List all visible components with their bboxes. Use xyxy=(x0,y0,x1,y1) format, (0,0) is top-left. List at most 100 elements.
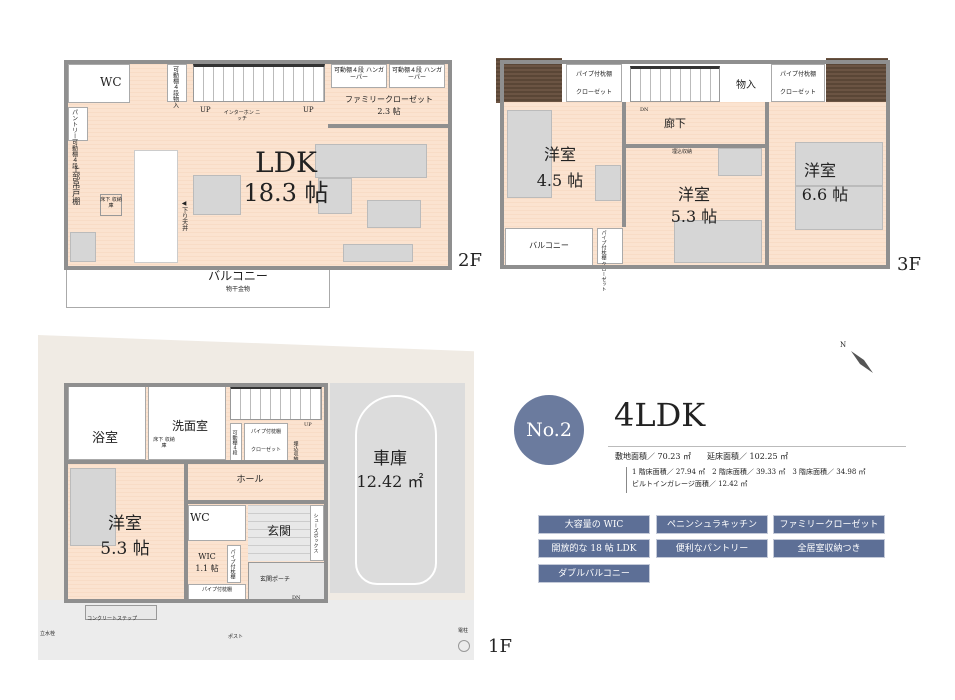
feature-tag: 便利なパントリー xyxy=(656,539,768,558)
step-label: コンクリートステップ xyxy=(87,616,138,622)
deck xyxy=(826,58,888,103)
closet-label: クローゼット xyxy=(575,89,612,96)
faucet-label: 立水栓 xyxy=(40,631,56,637)
closet-label: クローゼット xyxy=(250,447,281,453)
closet-label: パイプ付枕棚 xyxy=(575,71,612,78)
floor-storage xyxy=(100,194,122,216)
shoe-box xyxy=(310,505,324,561)
wall xyxy=(64,460,326,464)
ceiling-label: ◀下り天井 xyxy=(180,199,188,231)
divider xyxy=(626,467,627,493)
floor-label-2f: 2F xyxy=(458,250,482,271)
desk xyxy=(595,165,621,201)
wc-2f xyxy=(68,64,130,103)
washroom xyxy=(148,386,226,460)
built-in-label: 埋込収納 xyxy=(672,149,693,155)
pole-icon xyxy=(458,640,470,652)
hanger-shelf xyxy=(389,64,445,88)
garage-label: 車庫 xyxy=(373,449,407,469)
room-size: 4.5 帖 xyxy=(536,171,584,190)
garage-area: ビルトインガレージ面積／ 12.42 ㎡ xyxy=(632,480,748,488)
dn-label: DN xyxy=(640,107,649,113)
small-closet xyxy=(597,228,623,264)
deck xyxy=(496,58,562,103)
closet-label: パイプ付枕棚 xyxy=(779,71,816,78)
shoe-box-label: シューズボックス xyxy=(312,513,319,553)
wall xyxy=(622,102,626,227)
bath-label: 浴室 xyxy=(91,431,118,446)
storage-label: 物入 xyxy=(736,80,756,91)
pantry xyxy=(68,107,88,141)
up-label: UP xyxy=(304,422,312,428)
hanger-label: 可動棚４段 ハンガーパー xyxy=(392,67,442,81)
coffee-table xyxy=(367,200,421,228)
room-label: 洋室 xyxy=(677,185,710,204)
room-size: 6.6 帖 xyxy=(801,185,849,204)
garage-size: 12.42 ㎡ xyxy=(356,472,424,491)
feature-tag: 大容量の WIC xyxy=(538,515,650,534)
floor-storage-label: 床下 収納庫 xyxy=(153,437,175,449)
storage-label: 可動棚４段物入 xyxy=(171,66,179,108)
layout-type-title: 4LDK xyxy=(614,396,706,434)
wall-3f xyxy=(500,60,890,269)
pole-label: 電柱 xyxy=(458,628,469,634)
wall xyxy=(186,500,326,504)
car-outline xyxy=(355,395,437,585)
upper-cabinet-label: 上部吊戸棚 xyxy=(71,165,81,205)
compass-north-label: N xyxy=(840,341,847,349)
room-size: 5.3 帖 xyxy=(670,207,718,226)
bed xyxy=(795,186,883,230)
wall xyxy=(184,462,188,602)
built-in-label: 埋込収納 xyxy=(292,441,299,461)
bathroom xyxy=(68,386,146,460)
porch-label: 玄関ポーチ xyxy=(260,576,291,583)
balcony-2f xyxy=(66,268,330,308)
desk xyxy=(718,148,762,176)
wc-1f xyxy=(188,505,246,541)
sofa xyxy=(315,144,427,178)
stairs-3f xyxy=(630,66,720,102)
bed xyxy=(70,468,116,546)
up-label: UP xyxy=(200,106,211,114)
pantry-label: パントリー可動棚４段 xyxy=(70,109,78,169)
ldk-label: LDK xyxy=(255,146,317,179)
hall-label: 廊下 xyxy=(664,117,686,130)
feature-tag: ファミリークローゼット xyxy=(773,515,885,534)
post-label: ポスト xyxy=(228,634,244,640)
small-closet-label: パイプ付枕棚 クローゼット xyxy=(600,230,607,292)
divider xyxy=(608,446,906,447)
drying-rack-label: 物干金物 xyxy=(225,286,250,293)
floor-label-1f: 1F xyxy=(488,636,512,657)
wic-label: WIC xyxy=(198,552,216,561)
ldk-size: 18.3 帖 xyxy=(243,179,329,207)
feature-tag: 開放的な 18 帖 LDK xyxy=(538,539,650,558)
stairs-1f xyxy=(230,386,322,420)
intercom-label: インターホン ニッチ xyxy=(223,110,261,122)
pipe-shelf-label: パイプ付枕棚 xyxy=(229,549,236,579)
closet-label: パイプ付枕棚 xyxy=(250,429,281,435)
dining-table xyxy=(193,175,241,215)
entrance-floor xyxy=(248,505,310,561)
feature-tag: ペニンシュラキッチン xyxy=(656,515,768,534)
up-label: UP xyxy=(303,106,314,114)
wall xyxy=(328,124,448,128)
room-label: 洋室 xyxy=(803,161,836,180)
concrete-step xyxy=(85,605,157,620)
floor-label-3f: 3F xyxy=(897,254,921,275)
wc-label: WC xyxy=(190,511,210,524)
family-closet-size: 2.3 帖 xyxy=(377,107,401,116)
site-area: 敷地面積／ 70.23 ㎡ xyxy=(615,452,691,461)
closet-b xyxy=(771,64,825,102)
balcony-label: バルコニー xyxy=(208,269,268,283)
closet-1f xyxy=(244,423,288,461)
sofa-chaise xyxy=(318,178,352,214)
pipe-shelf-label: パイプ付枕棚 xyxy=(201,587,232,593)
hanger-label: 可動棚４段 ハンガーパー xyxy=(334,67,384,81)
wic-size: 1.1 帖 xyxy=(195,564,219,573)
plan-number-badge: No.2 xyxy=(514,395,584,465)
tv-stand xyxy=(343,244,413,262)
feature-tag: 全居室収納つき xyxy=(773,539,885,558)
hall-label: ホール xyxy=(236,475,264,485)
storage-2f xyxy=(167,64,187,102)
closet-a xyxy=(566,64,622,102)
